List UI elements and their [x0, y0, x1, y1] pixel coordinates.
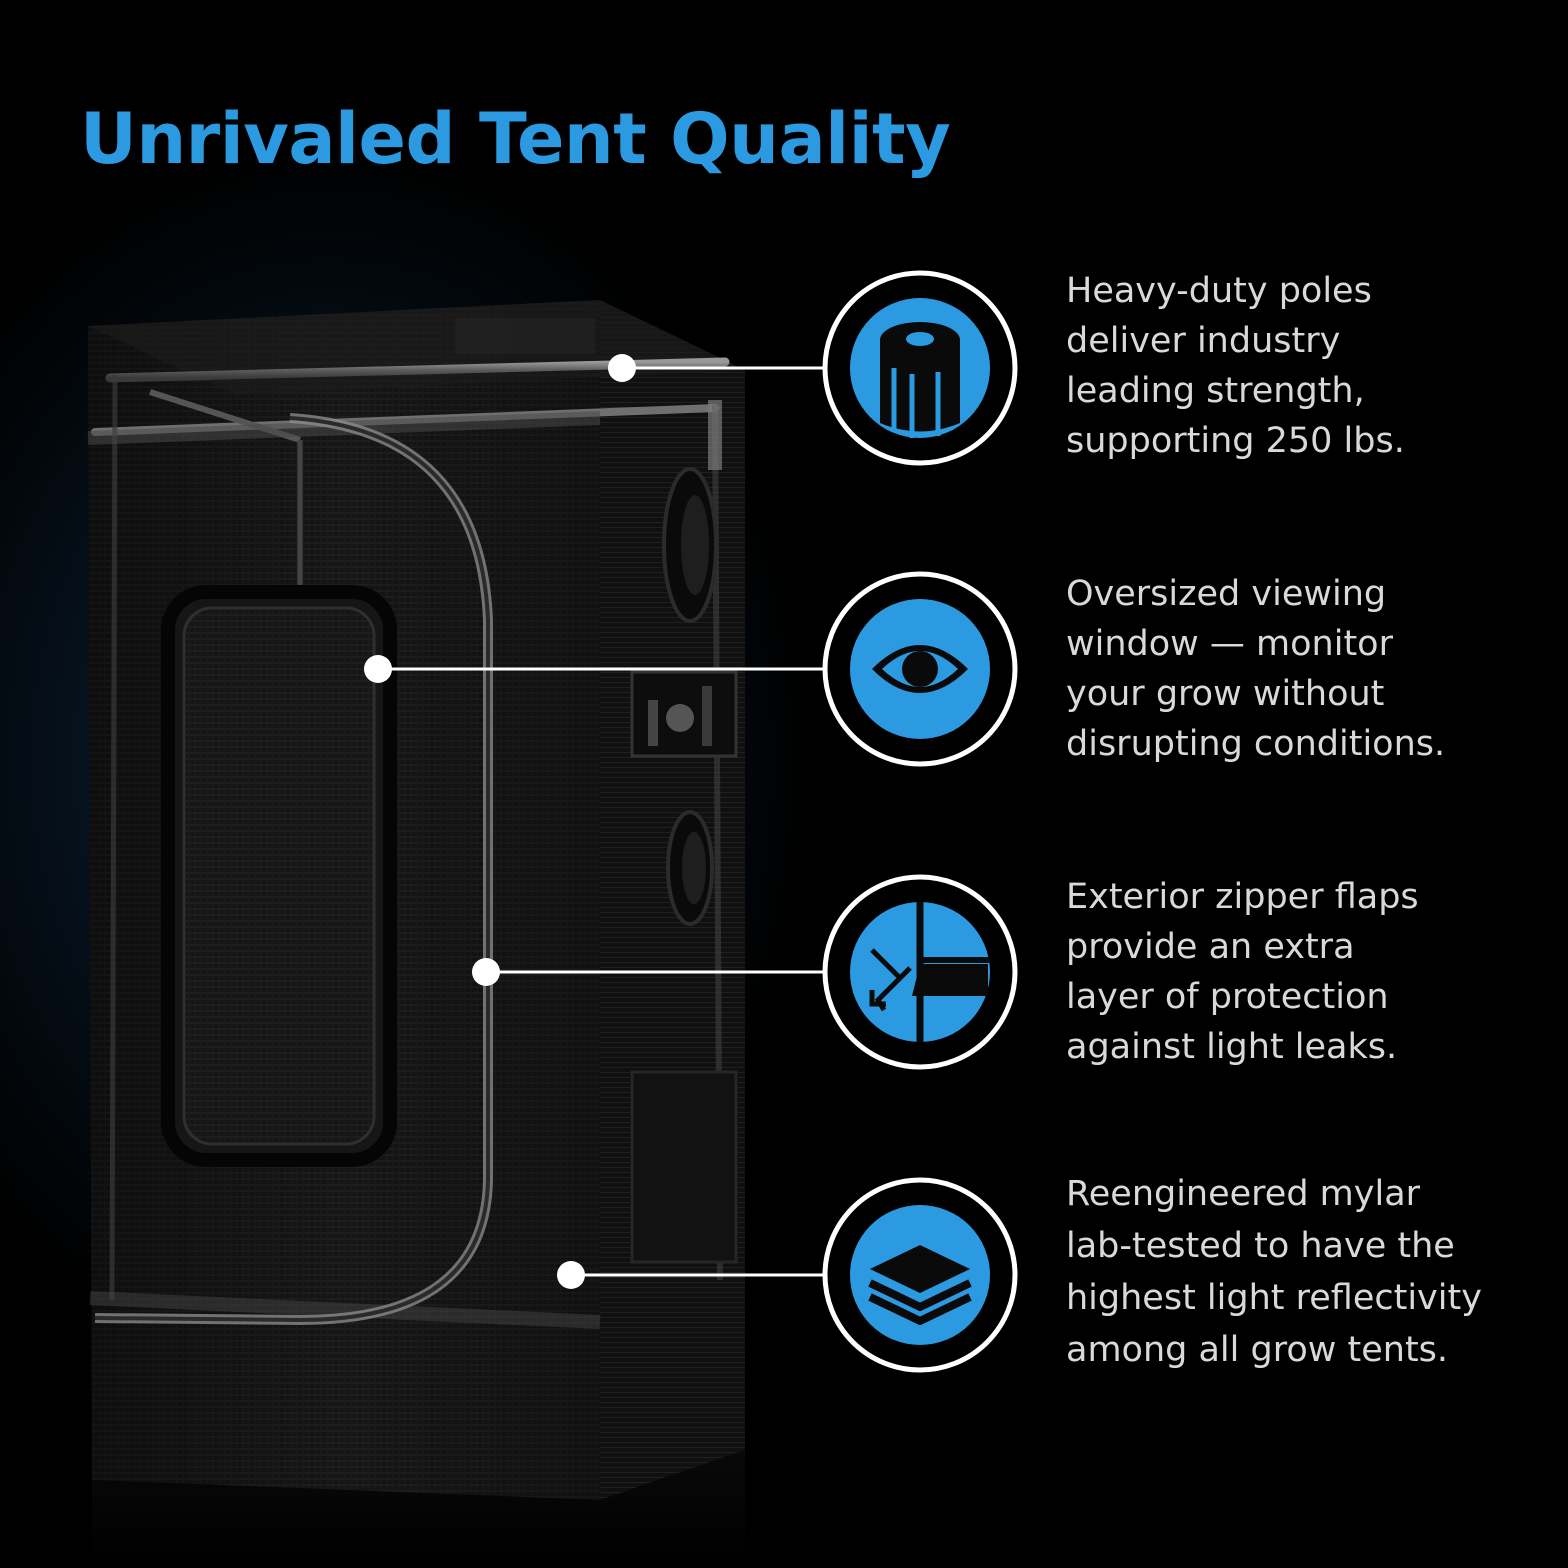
feature-text-zipper: Exterior zipper flaps provide an extra l…	[1066, 877, 1419, 1067]
page-title: Unrivaled Tent Quality	[80, 98, 951, 180]
pole-icon	[822, 270, 1018, 466]
feature-text-poles: Heavy-duty poles deliver industry leadin…	[1066, 271, 1405, 461]
connector-dot-window	[364, 655, 392, 683]
layers-icon	[822, 1177, 1018, 1373]
connector-dot-mylar	[557, 1261, 585, 1289]
feature-text-window: Oversized viewing window — monitor your …	[1066, 574, 1446, 764]
grow-tent	[87, 300, 745, 1568]
eye-icon	[822, 571, 1018, 767]
callout-connectors	[364, 354, 828, 1289]
connector-dot-poles	[608, 354, 636, 382]
side-flap	[630, 1070, 738, 1264]
zipper-flap-icon	[822, 874, 1018, 1070]
feature-text-mylar: Reengineered mylar lab-tested to have th…	[1066, 1174, 1482, 1370]
connector-dot-zipper	[472, 958, 500, 986]
